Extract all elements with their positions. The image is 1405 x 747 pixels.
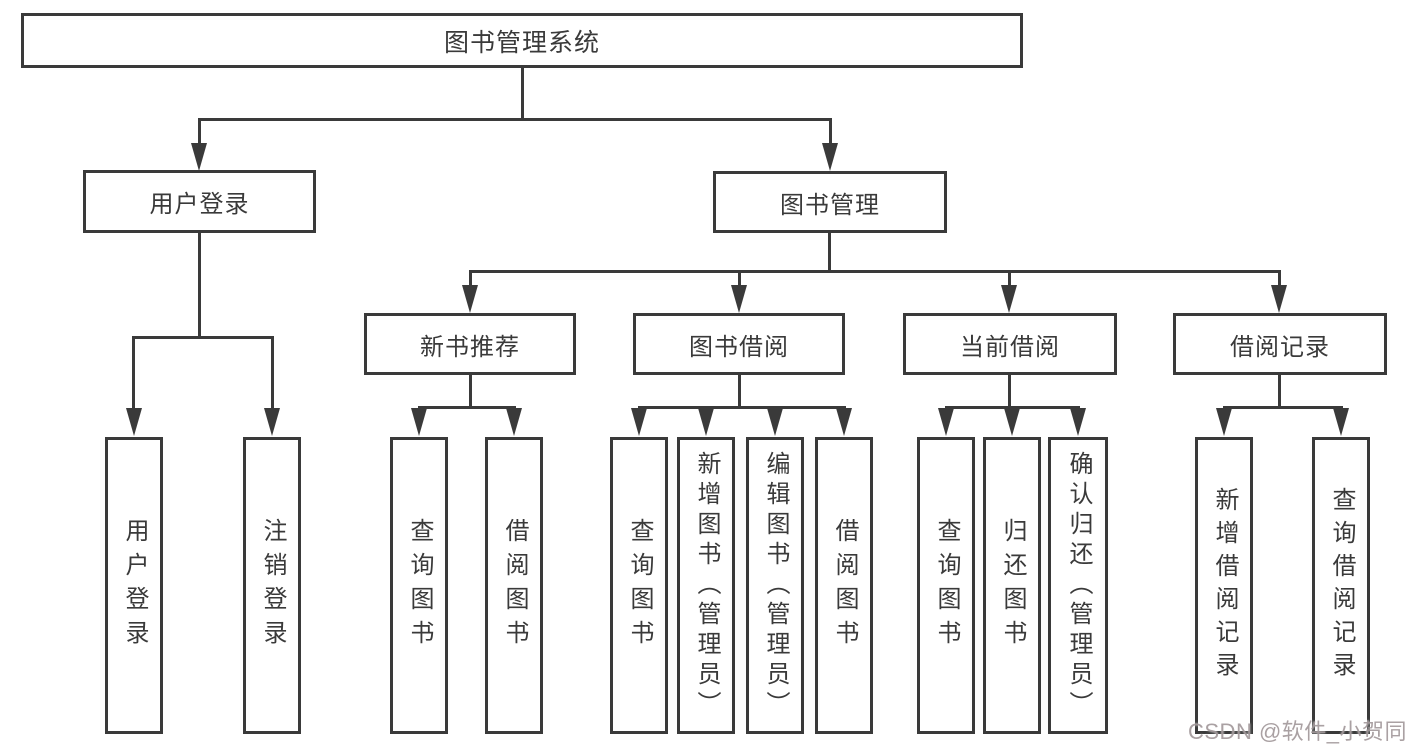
node-label: 图书管理	[780, 191, 880, 219]
node-label: 新增图书（管理员）	[693, 450, 720, 721]
connector-line	[198, 118, 832, 121]
node-label: 用户登录	[121, 517, 148, 654]
connector-line	[469, 270, 1281, 273]
node-borrowing-records: 借阅记录	[1173, 313, 1387, 375]
leaf-cb-return-books: 归还图书	[983, 437, 1041, 734]
node-label: 编辑图书（管理员）	[762, 450, 789, 721]
arrow-down-icon	[1333, 408, 1349, 436]
leaf-nbr-borrow-books: 借阅图书	[485, 437, 543, 734]
connector-line	[521, 68, 524, 118]
arrow-down-icon	[1271, 285, 1287, 313]
node-label: 借阅图书	[501, 517, 528, 654]
arrow-down-icon	[264, 408, 280, 436]
node-label: 新增借阅记录	[1211, 486, 1238, 685]
node-label: 借阅图书	[831, 517, 858, 654]
arrow-down-icon	[1216, 408, 1232, 436]
leaf-bb-borrow-books: 借阅图书	[815, 437, 873, 734]
connector-line	[738, 375, 741, 408]
node-label: 归还图书	[999, 517, 1026, 654]
leaf-nbr-query-books: 查询图书	[390, 437, 448, 734]
connector-line	[638, 406, 846, 409]
node-label: 确认归还（管理员）	[1065, 450, 1092, 721]
leaf-user-login: 用户登录	[105, 437, 163, 734]
node-label: 用户登录	[149, 191, 250, 218]
connector-line	[418, 406, 516, 409]
leaf-bb-add-books-admin: 新增图书（管理员）	[677, 437, 735, 734]
leaf-br-add-record: 新增借阅记录	[1195, 437, 1253, 734]
connector-line	[1223, 406, 1343, 409]
arrow-down-icon	[462, 285, 478, 313]
connector-line	[469, 375, 472, 408]
node-label: 新书推荐	[420, 333, 520, 361]
connector-line	[1008, 270, 1011, 287]
connector-line	[469, 270, 472, 287]
node-label: 查询图书	[933, 517, 960, 654]
leaf-cb-query-books: 查询图书	[917, 437, 975, 734]
arrow-down-icon	[822, 143, 838, 171]
arrow-down-icon	[1070, 408, 1086, 436]
node-book-borrowing: 图书借阅	[633, 313, 845, 375]
connector-line	[198, 118, 201, 146]
arrow-down-icon	[1004, 408, 1020, 436]
node-library-management-system: 图书管理系统	[21, 13, 1023, 68]
connector-line	[829, 118, 832, 146]
arrow-down-icon	[938, 408, 954, 436]
node-label: 当前借阅	[960, 333, 1060, 361]
connector-line	[132, 336, 274, 339]
node-current-borrowing: 当前借阅	[903, 313, 1117, 375]
node-book-management: 图书管理	[713, 171, 947, 233]
leaf-logout-login: 注销登录	[243, 437, 301, 734]
connector-line	[738, 270, 741, 287]
node-label: 查询图书	[626, 517, 653, 654]
connector-line	[828, 233, 831, 273]
node-label: 借阅记录	[1230, 333, 1330, 361]
node-label: 图书借阅	[689, 333, 789, 361]
leaf-bb-query-books: 查询图书	[610, 437, 668, 734]
node-user-login: 用户登录	[83, 170, 316, 233]
node-label: 图书管理系统	[443, 28, 600, 57]
leaf-cb-confirm-return-admin: 确认归还（管理员）	[1048, 437, 1108, 734]
node-label: 查询借阅记录	[1328, 486, 1355, 685]
arrow-down-icon	[767, 408, 783, 436]
connector-line	[1008, 375, 1011, 408]
connector-line	[198, 233, 201, 339]
connector-line	[271, 336, 274, 411]
arrow-down-icon	[506, 408, 522, 436]
arrow-down-icon	[731, 285, 747, 313]
node-label: 注销登录	[259, 517, 286, 654]
arrow-down-icon	[698, 408, 714, 436]
arrow-down-icon	[126, 408, 142, 436]
connector-line	[1278, 270, 1281, 287]
arrow-down-icon	[1001, 285, 1017, 313]
leaf-br-query-record: 查询借阅记录	[1312, 437, 1370, 734]
arrow-down-icon	[411, 408, 427, 436]
leaf-bb-edit-books-admin: 编辑图书（管理员）	[746, 437, 804, 734]
node-label: 查询图书	[406, 517, 433, 654]
connector-line	[1278, 375, 1281, 408]
arrow-down-icon	[631, 408, 647, 436]
connector-line	[132, 336, 135, 411]
arrow-down-icon	[836, 408, 852, 436]
node-new-book-recommendation: 新书推荐	[364, 313, 576, 375]
arrow-down-icon	[191, 143, 207, 171]
csdn-watermark: CSDN @软件_小贺同学	[1188, 719, 1405, 744]
